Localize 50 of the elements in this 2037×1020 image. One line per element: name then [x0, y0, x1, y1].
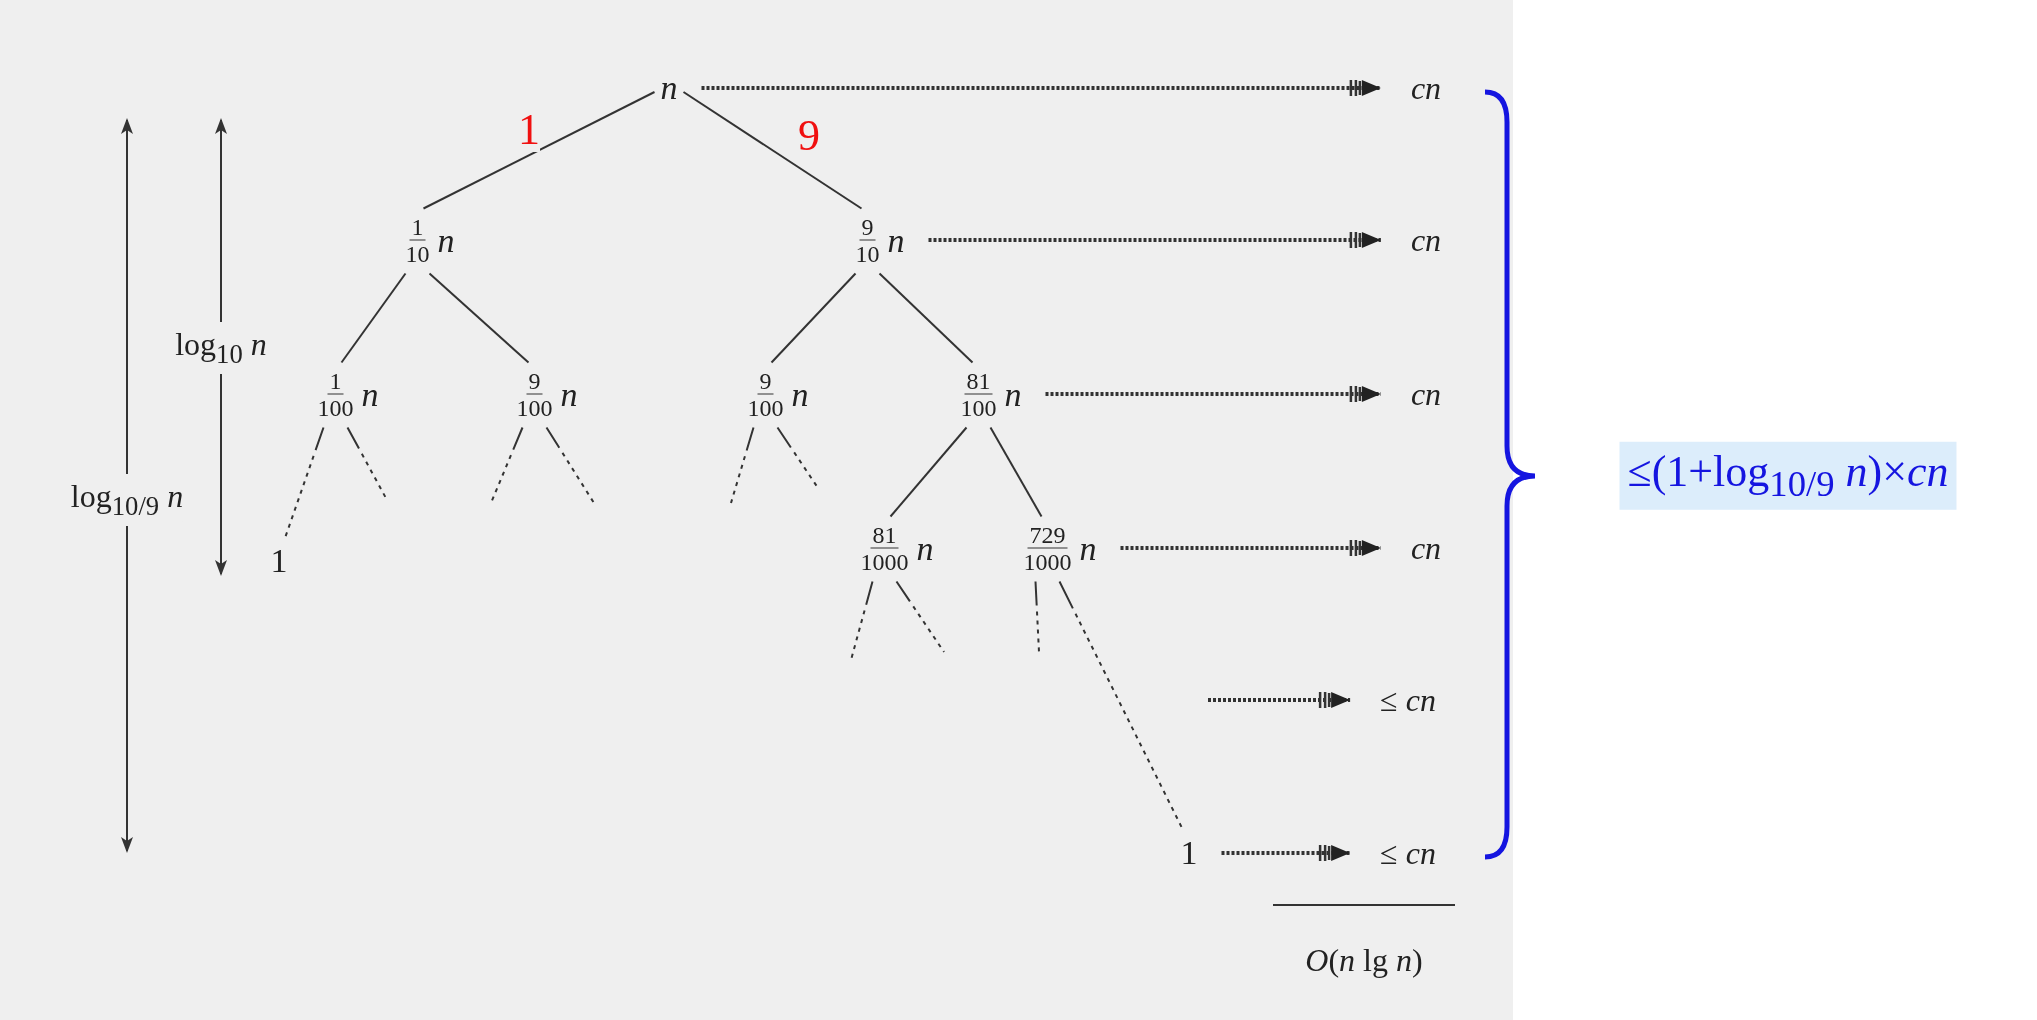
branch-line [770, 272, 857, 364]
branch-line [422, 91, 656, 210]
dashed-branch-line [895, 580, 945, 653]
fraction-numerator: 81 [870, 522, 899, 549]
tree-node-label: 1 [1180, 836, 1198, 870]
variable-label: n [791, 377, 809, 411]
branch-line [878, 272, 974, 364]
variable-label: n [1004, 377, 1022, 411]
fraction-denominator: 100 [959, 394, 998, 420]
fraction-numerator: 1 [327, 368, 344, 395]
branch-line [889, 426, 968, 518]
level-cost-label: cn [1410, 378, 1442, 410]
fraction-numerator: 1 [409, 214, 426, 241]
fraction-denominator: 100 [515, 394, 554, 420]
fraction-numerator: 9 [859, 214, 876, 241]
level-cost-label: cn [1410, 72, 1442, 104]
tree-node-label: n [660, 71, 678, 105]
dashed-branch-line [490, 426, 524, 504]
fraction-numerator: 9 [526, 368, 543, 395]
level-cost-label: cn [1410, 532, 1442, 564]
dashed-branch-line [776, 426, 819, 489]
fraction-denominator: 100 [746, 394, 785, 420]
variable-label: n [560, 377, 578, 411]
branch-line [428, 272, 530, 364]
fraction-numerator: 9 [757, 368, 774, 395]
level-cost-label: cn [1410, 224, 1442, 256]
fraction-denominator: 10 [854, 240, 881, 266]
variable-label: n [361, 377, 379, 411]
fraction-numerator: 729 [1027, 522, 1068, 549]
level-cost-label: ≤ cn [1380, 837, 1436, 869]
dashed-branch-line [730, 426, 755, 504]
fraction-denominator: 1000 [859, 548, 910, 574]
variable-label: n [437, 223, 455, 257]
fraction-denominator: 100 [316, 394, 355, 420]
dashed-branch-line [1034, 580, 1040, 653]
fraction-denominator: 1000 [1022, 548, 1073, 574]
branch-line [682, 91, 863, 210]
variable-label: n [1079, 531, 1097, 565]
fraction-numerator: 81 [964, 368, 993, 395]
fraction-denominator: 10 [404, 240, 431, 266]
variable-label: n [916, 531, 934, 565]
variable-label: n [887, 223, 905, 257]
dashed-branch-line [850, 580, 874, 661]
total-cost-formula: ≤(1+log$_{10/9}$ n)×cn [1619, 441, 1957, 511]
tree-node-label: 1 [270, 544, 288, 578]
dashed-branch-line [284, 426, 325, 539]
branch-line [989, 426, 1043, 518]
level-cost-label: ≤ cn [1380, 684, 1436, 716]
branch-line [340, 272, 407, 364]
dashed-branch-line [545, 426, 595, 504]
